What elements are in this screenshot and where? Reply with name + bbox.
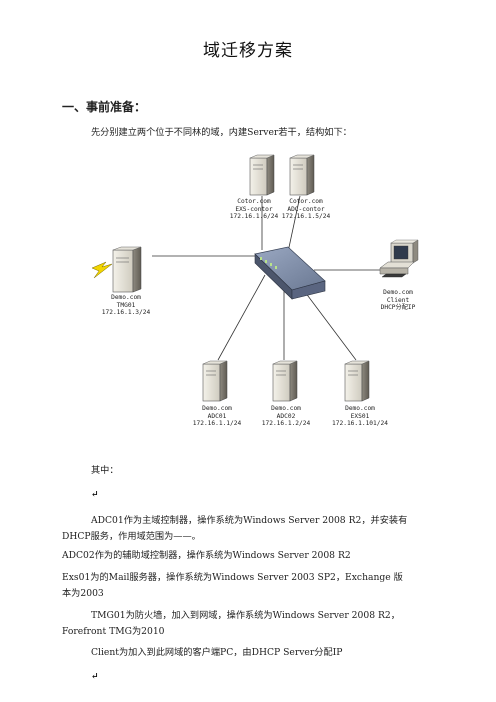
paragraph-line: 本为2003 <box>62 588 104 599</box>
node-domain: Demo.com <box>345 405 375 412</box>
node-domain: Cotor.com <box>289 198 323 205</box>
node-name: EXS-contor <box>235 205 273 213</box>
node-domain: Demo.com <box>383 289 413 296</box>
node-name: ADC01 <box>207 412 227 420</box>
node-name: ADC-contor <box>287 205 325 213</box>
paragraph-mark: ↵ <box>91 490 99 500</box>
lightning-icon <box>91 261 113 279</box>
node-name: Client <box>386 296 410 304</box>
node-domain: Demo.com <box>202 405 232 412</box>
section-heading: 一、事前准备： <box>62 100 147 114</box>
node-label-exs01: Demo.com EXS01 172.16.1.101/24 <box>325 405 395 428</box>
where-label: 其中： <box>91 465 119 476</box>
node-ip: 172.16.1.101/24 <box>332 420 388 428</box>
server-icon-adc02 <box>272 360 298 402</box>
node-ip: 172.16.1.3/24 <box>101 309 151 317</box>
node-domain: Demo.com <box>111 294 141 301</box>
server-icon-adc01 <box>202 360 228 402</box>
server-icon-adc-contoso <box>289 154 315 196</box>
node-label-adc-contoso: Cotor.com ADC-contor 172.16.1.5/24 <box>276 198 336 221</box>
node-name: ADC02 <box>276 412 296 420</box>
client-pc-icon <box>379 239 419 278</box>
link-exs01 <box>304 291 357 361</box>
node-ip: 172.16.1.1/24 <box>192 420 242 428</box>
server-icon-exs01 <box>344 360 370 402</box>
server-icon-tmg01 <box>112 246 142 293</box>
intro-text: 先分别建立两个位于不同林的域，内建Server若干，结构如下： <box>91 127 352 138</box>
node-domain: Cotor.com <box>237 198 271 205</box>
paragraph-line: DHCP服务，作用域范围为——。 <box>62 531 201 542</box>
node-label-tmg01: Demo.com TMG01 172.16.1.3/24 <box>90 294 162 317</box>
paragraph-line: ADC02作为的辅助域控制器，操作系统为Windows Server 2008 … <box>62 550 351 561</box>
paragraph-line: ADC01作为主域控制器，操作系统为Windows Server 2008 R2… <box>91 515 408 526</box>
node-name: EXS01 <box>350 412 370 420</box>
link-adc01 <box>217 274 266 361</box>
paragraph-mark: ↵ <box>91 672 99 682</box>
page-title: 域迁移方案 <box>203 41 293 61</box>
node-label-client: Demo.com Client DHCP分配IP <box>368 289 428 312</box>
link-adc-contoso <box>287 195 301 253</box>
paragraph-line: TMG01为防火墙，加入到网域，操作系统为Windows Server 2008… <box>91 610 400 621</box>
node-ip: 172.16.1.6/24 <box>229 213 279 221</box>
node-label-adc01: Demo.com ADC01 172.16.1.1/24 <box>187 405 247 428</box>
paragraph-line: Forefront TMG为2010 <box>62 626 165 637</box>
switch-icon <box>254 246 326 300</box>
paragraph-line: Client为加入到此网域的客户端PC，由DHCP Server分配IP <box>91 647 343 658</box>
node-name: TMG01 <box>116 301 136 309</box>
paragraph-line: Exs01为的Mail服务器，操作系统为Windows Server 2003 … <box>62 572 403 583</box>
server-icon-exs-contoso <box>249 154 275 196</box>
node-ip: DHCP分配IP <box>380 304 416 312</box>
node-label-adc02: Demo.com ADC02 172.16.1.2/24 <box>256 405 316 428</box>
node-ip: 172.16.1.5/24 <box>281 213 331 221</box>
node-domain: Demo.com <box>271 405 301 412</box>
node-label-exs-contoso: Cotor.com EXS-contor 172.16.1.6/24 <box>224 198 284 221</box>
network-links <box>152 195 380 361</box>
node-ip: 172.16.1.2/24 <box>261 420 311 428</box>
